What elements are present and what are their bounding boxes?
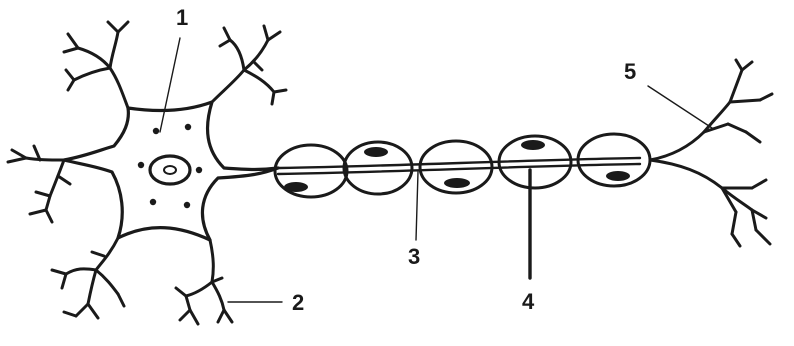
schwann-cell-1 <box>273 143 349 199</box>
dendrites <box>6 20 288 326</box>
pointer-5 <box>647 85 713 129</box>
pointer-1 <box>159 37 181 133</box>
schwann-cell-4 <box>497 134 573 190</box>
axon <box>276 156 642 176</box>
label-4: 4 <box>522 289 535 314</box>
label-1: 1 <box>176 5 188 30</box>
pointer-3 <box>415 171 419 241</box>
nucleolus <box>163 165 177 175</box>
schwann-nuclei <box>284 140 630 192</box>
myelin-sheath <box>273 132 652 199</box>
label-3: 3 <box>408 244 420 269</box>
pointer-lines <box>159 37 713 303</box>
label-5: 5 <box>624 59 636 84</box>
cell-body <box>62 100 280 242</box>
schwann-cell-2 <box>342 140 414 196</box>
schwann-cell-3 <box>418 139 494 195</box>
nucleus <box>148 154 192 186</box>
axon-terminals <box>648 58 774 248</box>
cytoplasm-granules <box>137 123 203 209</box>
label-2: 2 <box>292 290 304 315</box>
